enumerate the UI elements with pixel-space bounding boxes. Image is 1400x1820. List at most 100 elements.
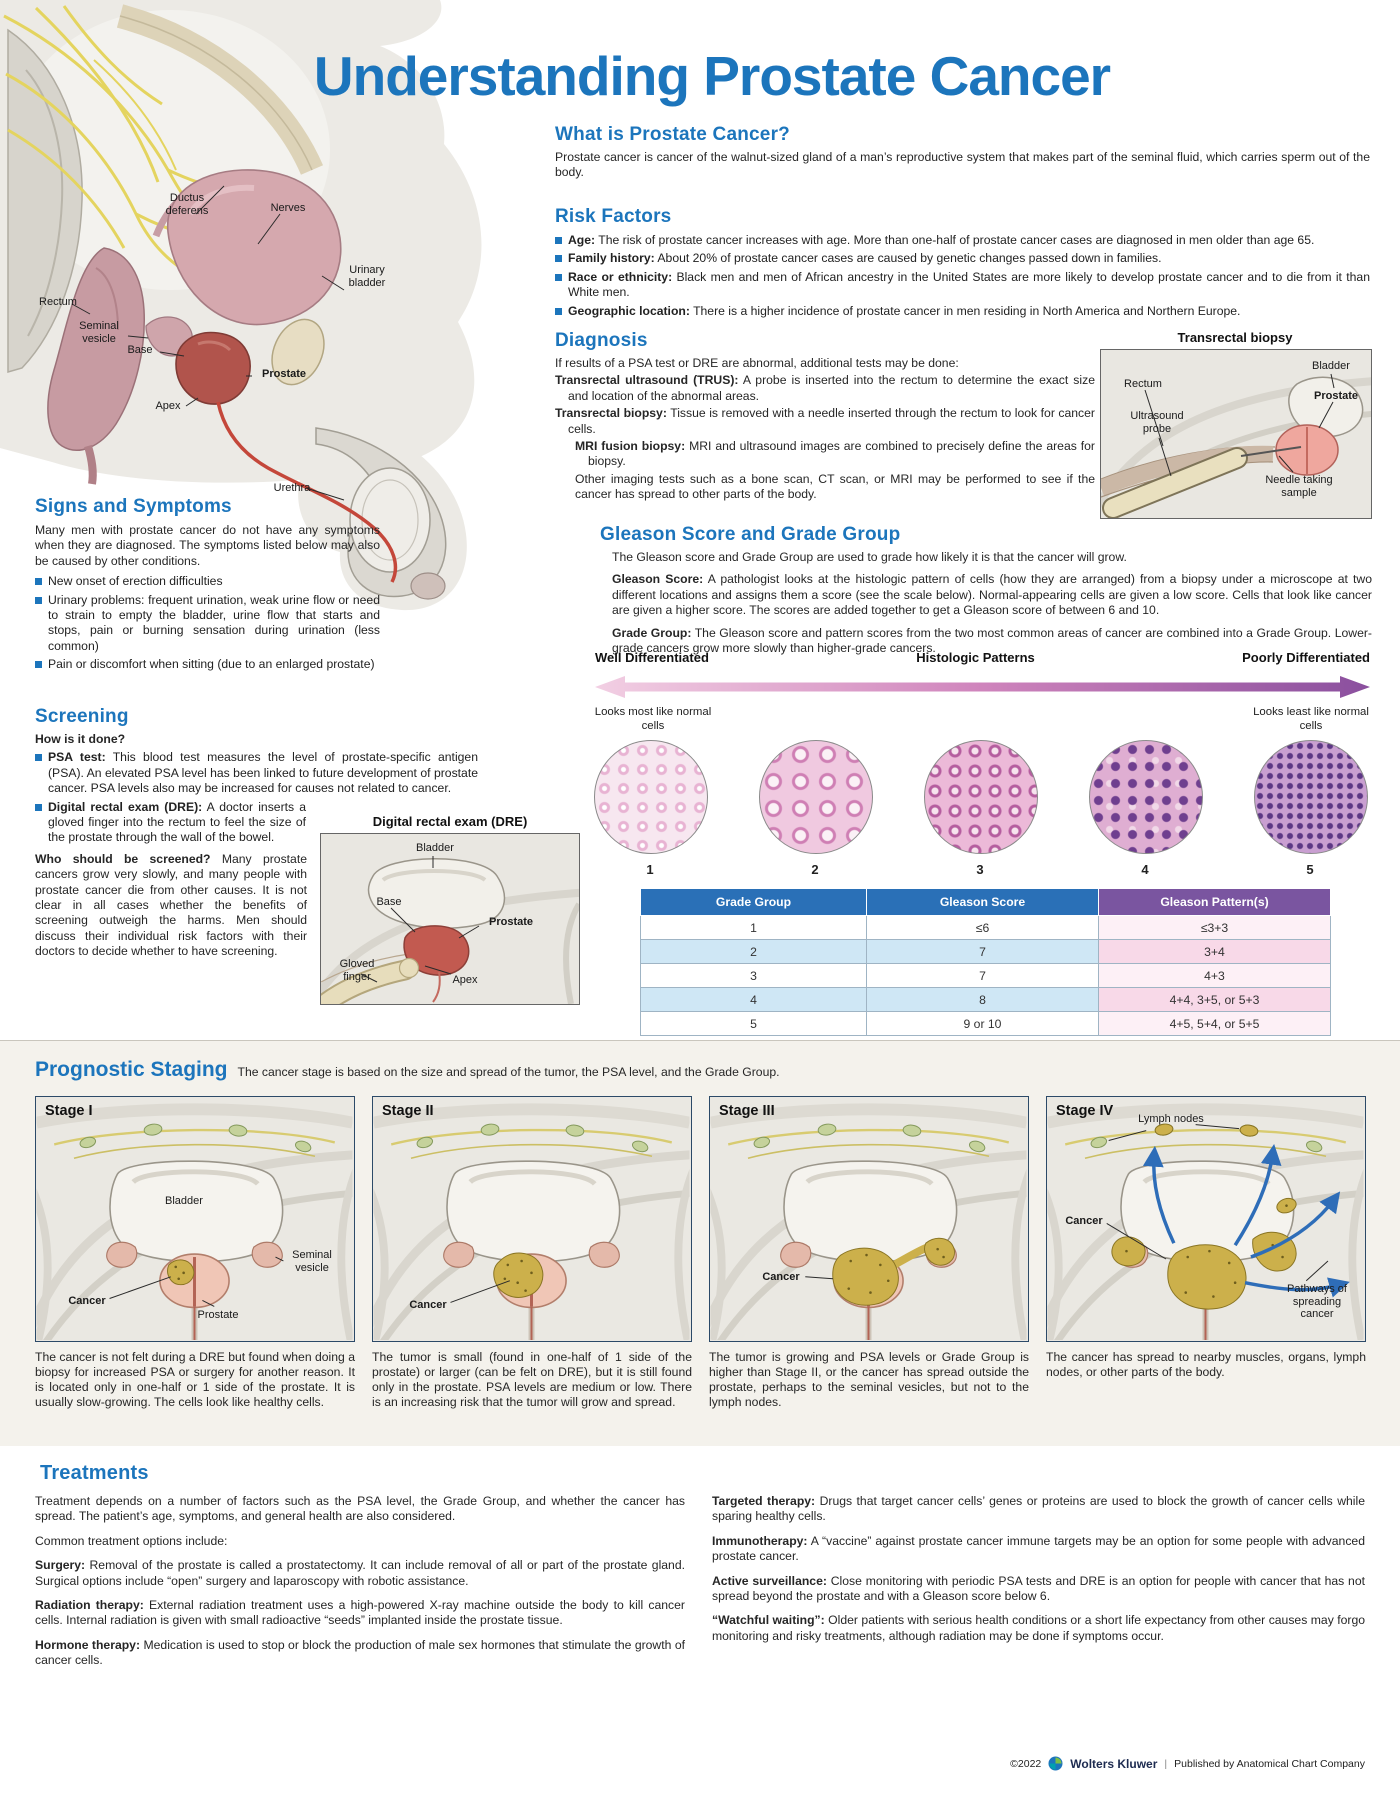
treatments-heading: Treatments (40, 1462, 149, 1484)
table-cell: 1 (640, 915, 867, 940)
stage-1-caption: The cancer is not felt during a DRE but … (35, 1350, 355, 1409)
signs-bullet-text: Pain or discomfort when sitting (due to … (48, 657, 375, 672)
label-base: Base (127, 344, 153, 356)
treatment-item-label: Radiation therapy: (35, 1598, 144, 1613)
stage-4-name: Stage IV (1056, 1103, 1114, 1119)
table-header-row: Grade Group Gleason Score Gleason Patter… (640, 888, 1331, 916)
dre-figure: Digital rectal exam (DRE) (307, 814, 592, 1013)
treatment-item: Active surveillance: Close monitoring wi… (712, 1574, 1365, 1605)
table-cell: 5 (640, 1011, 867, 1036)
wolters-kluwer-logo-icon (1048, 1756, 1063, 1771)
label-bladder: Bladder (1312, 360, 1350, 372)
biopsy-illustration (1087, 350, 1400, 552)
table-cell: 3 (640, 963, 867, 988)
risk-item-label: Geographic location: (568, 303, 690, 318)
histology-pattern-1 (594, 740, 708, 854)
screening-item: Digital rectal exam (DRE): A doctor inse… (35, 800, 485, 846)
stage-3-caption: The tumor is growing and PSA levels or G… (709, 1350, 1029, 1409)
histology-pattern-2 (759, 740, 873, 854)
stage-2-caption: The tumor is small (found in one-half of… (372, 1350, 692, 1409)
table-cell: 2 (640, 939, 867, 964)
label-cancer: Cancer (68, 1295, 106, 1307)
stage-2-name: Stage II (382, 1103, 434, 1119)
label-needle-taking-sample: Needle taking sample (1265, 474, 1333, 499)
table-cell: 4+5, 5+4, or 5+5 (1098, 1011, 1331, 1036)
table-row: 3 7 4+3 (640, 963, 1331, 988)
scale-left-label: Well Differentiated (595, 650, 709, 665)
stage-2-panel: Stage II Cancer (372, 1096, 692, 1342)
scale-center-label: Histologic Patterns (916, 650, 1035, 665)
signs-heading: Signs and Symptoms (35, 496, 232, 517)
stage-3-name: Stage III (719, 1103, 775, 1119)
diagnosis-heading: Diagnosis (555, 330, 648, 351)
label-prostate: Prostate (1313, 390, 1359, 402)
label-seminal-vesicle: Seminal vesicle (292, 1249, 332, 1274)
signs-body: Many men with prostate cancer do not hav… (35, 523, 380, 568)
stage-3-illustration (710, 1097, 1027, 1340)
risk-item-text: About 20% of prostate cancer cases are c… (657, 251, 1162, 266)
label-rectum: Rectum (1124, 378, 1162, 390)
diagnosis-note: Other imaging tests such as a bone scan,… (575, 471, 1095, 502)
bullet-square-icon (555, 255, 562, 263)
table-cell: 8 (866, 987, 1099, 1012)
treatment-item-text: Older patients with serious health condi… (712, 1613, 1366, 1643)
treatments-left-column: Treatment depends on a number of factors… (35, 1494, 685, 1678)
histology-pattern-5 (1254, 740, 1368, 854)
label-cancer: Cancer (762, 1271, 800, 1283)
stage-1-illustration (36, 1097, 353, 1340)
stage-3-panel: Stage III Cancer (709, 1096, 1029, 1342)
screening-how-label: How is it done? (35, 732, 126, 746)
label-gloved-finger: Gloved finger (339, 958, 375, 983)
label-base: Base (376, 896, 402, 908)
stage-4-illustration (1047, 1097, 1364, 1340)
footer: ©2022 Wolters Kluwer | Published by Anat… (1010, 1756, 1365, 1771)
label-urethra: Urethra (273, 482, 311, 494)
pattern-number-1: 1 (646, 862, 654, 877)
treatment-item: Surgery: Removal of the prostate is call… (35, 1558, 685, 1589)
treatments-heading-wrap: Treatments (40, 1462, 149, 1485)
label-seminal-vesicle: Seminal vesicle (79, 320, 119, 345)
treatment-item-label: Immunotherapy: (712, 1533, 808, 1548)
signs-bullet: Urinary problems: frequent urination, we… (35, 593, 380, 655)
bullet-square-icon (555, 273, 562, 281)
label-bladder: Bladder (416, 842, 454, 854)
risk-item: Race or ethnicity: Black men and men of … (555, 270, 1370, 301)
diagnosis-item-label: Transrectal ultrasound (TRUS): (555, 373, 739, 388)
gleason-group-text: The Gleason score and pattern scores fro… (612, 625, 1372, 656)
signs-bullet-text: Urinary problems: frequent urination, we… (48, 592, 380, 653)
table-row: 2 7 3+4 (640, 939, 1331, 964)
treatment-item-label: Hormone therapy: (35, 1637, 141, 1652)
table-cell: 3+4 (1098, 939, 1331, 964)
table-header-gleason-score: Gleason Score (866, 888, 1099, 916)
label-pathways: Pathways of spreading cancer (1287, 1283, 1347, 1320)
risk-item-text: The risk of prostate cancer increases wi… (598, 233, 1315, 247)
gleason-heading-wrap: Gleason Score and Grade Group (600, 524, 900, 546)
biopsy-figure: Transrectal biopsy (1087, 330, 1400, 552)
label-urinary-bladder: Urinary bladder (348, 264, 386, 289)
risk-item-text: Black men and men of African ancestry in… (568, 269, 1370, 300)
risk-item: Age: The risk of prostate cancer increas… (555, 233, 1370, 248)
treatment-item-label: “Watchful waiting”: (712, 1613, 825, 1628)
label-nerves: Nerves (270, 202, 306, 214)
risk-item-label: Race or ethnicity: (568, 269, 673, 284)
staging-heading-row: Prognostic Staging The cancer stage is b… (35, 1058, 780, 1082)
gleason-group-label: Grade Group: (612, 625, 692, 640)
treatment-item: Targeted therapy: Drugs that target canc… (712, 1494, 1365, 1525)
signs-bullet: Pain or discomfort when sitting (due to … (35, 657, 380, 672)
bullet-square-icon (35, 578, 42, 586)
pattern-number-2: 2 (811, 862, 819, 877)
table-cell: ≤6 (866, 915, 1099, 940)
table-cell: 7 (866, 939, 1099, 964)
gleason-score-paragraph: Gleason Score: A pathologist looks at th… (612, 572, 1372, 618)
label-rectum: Rectum (39, 296, 77, 308)
diagnosis-item-text: MRI and ultrasound images are combined t… (588, 439, 1095, 469)
table-cell: 4+4, 3+5, or 5+3 (1098, 987, 1331, 1012)
bullet-square-icon (555, 237, 562, 244)
bullet-square-icon (35, 754, 42, 762)
screening-item-text: This blood test measures the level of pr… (48, 750, 478, 796)
gleason-heading: Gleason Score and Grade Group (600, 524, 901, 545)
treatment-item-text: External radiation treatment uses a high… (35, 1598, 685, 1628)
section-risk-factors: Risk Factors Age: The risk of prostate c… (555, 206, 1370, 322)
treatment-item-label: Active surveillance: (712, 1573, 827, 1588)
